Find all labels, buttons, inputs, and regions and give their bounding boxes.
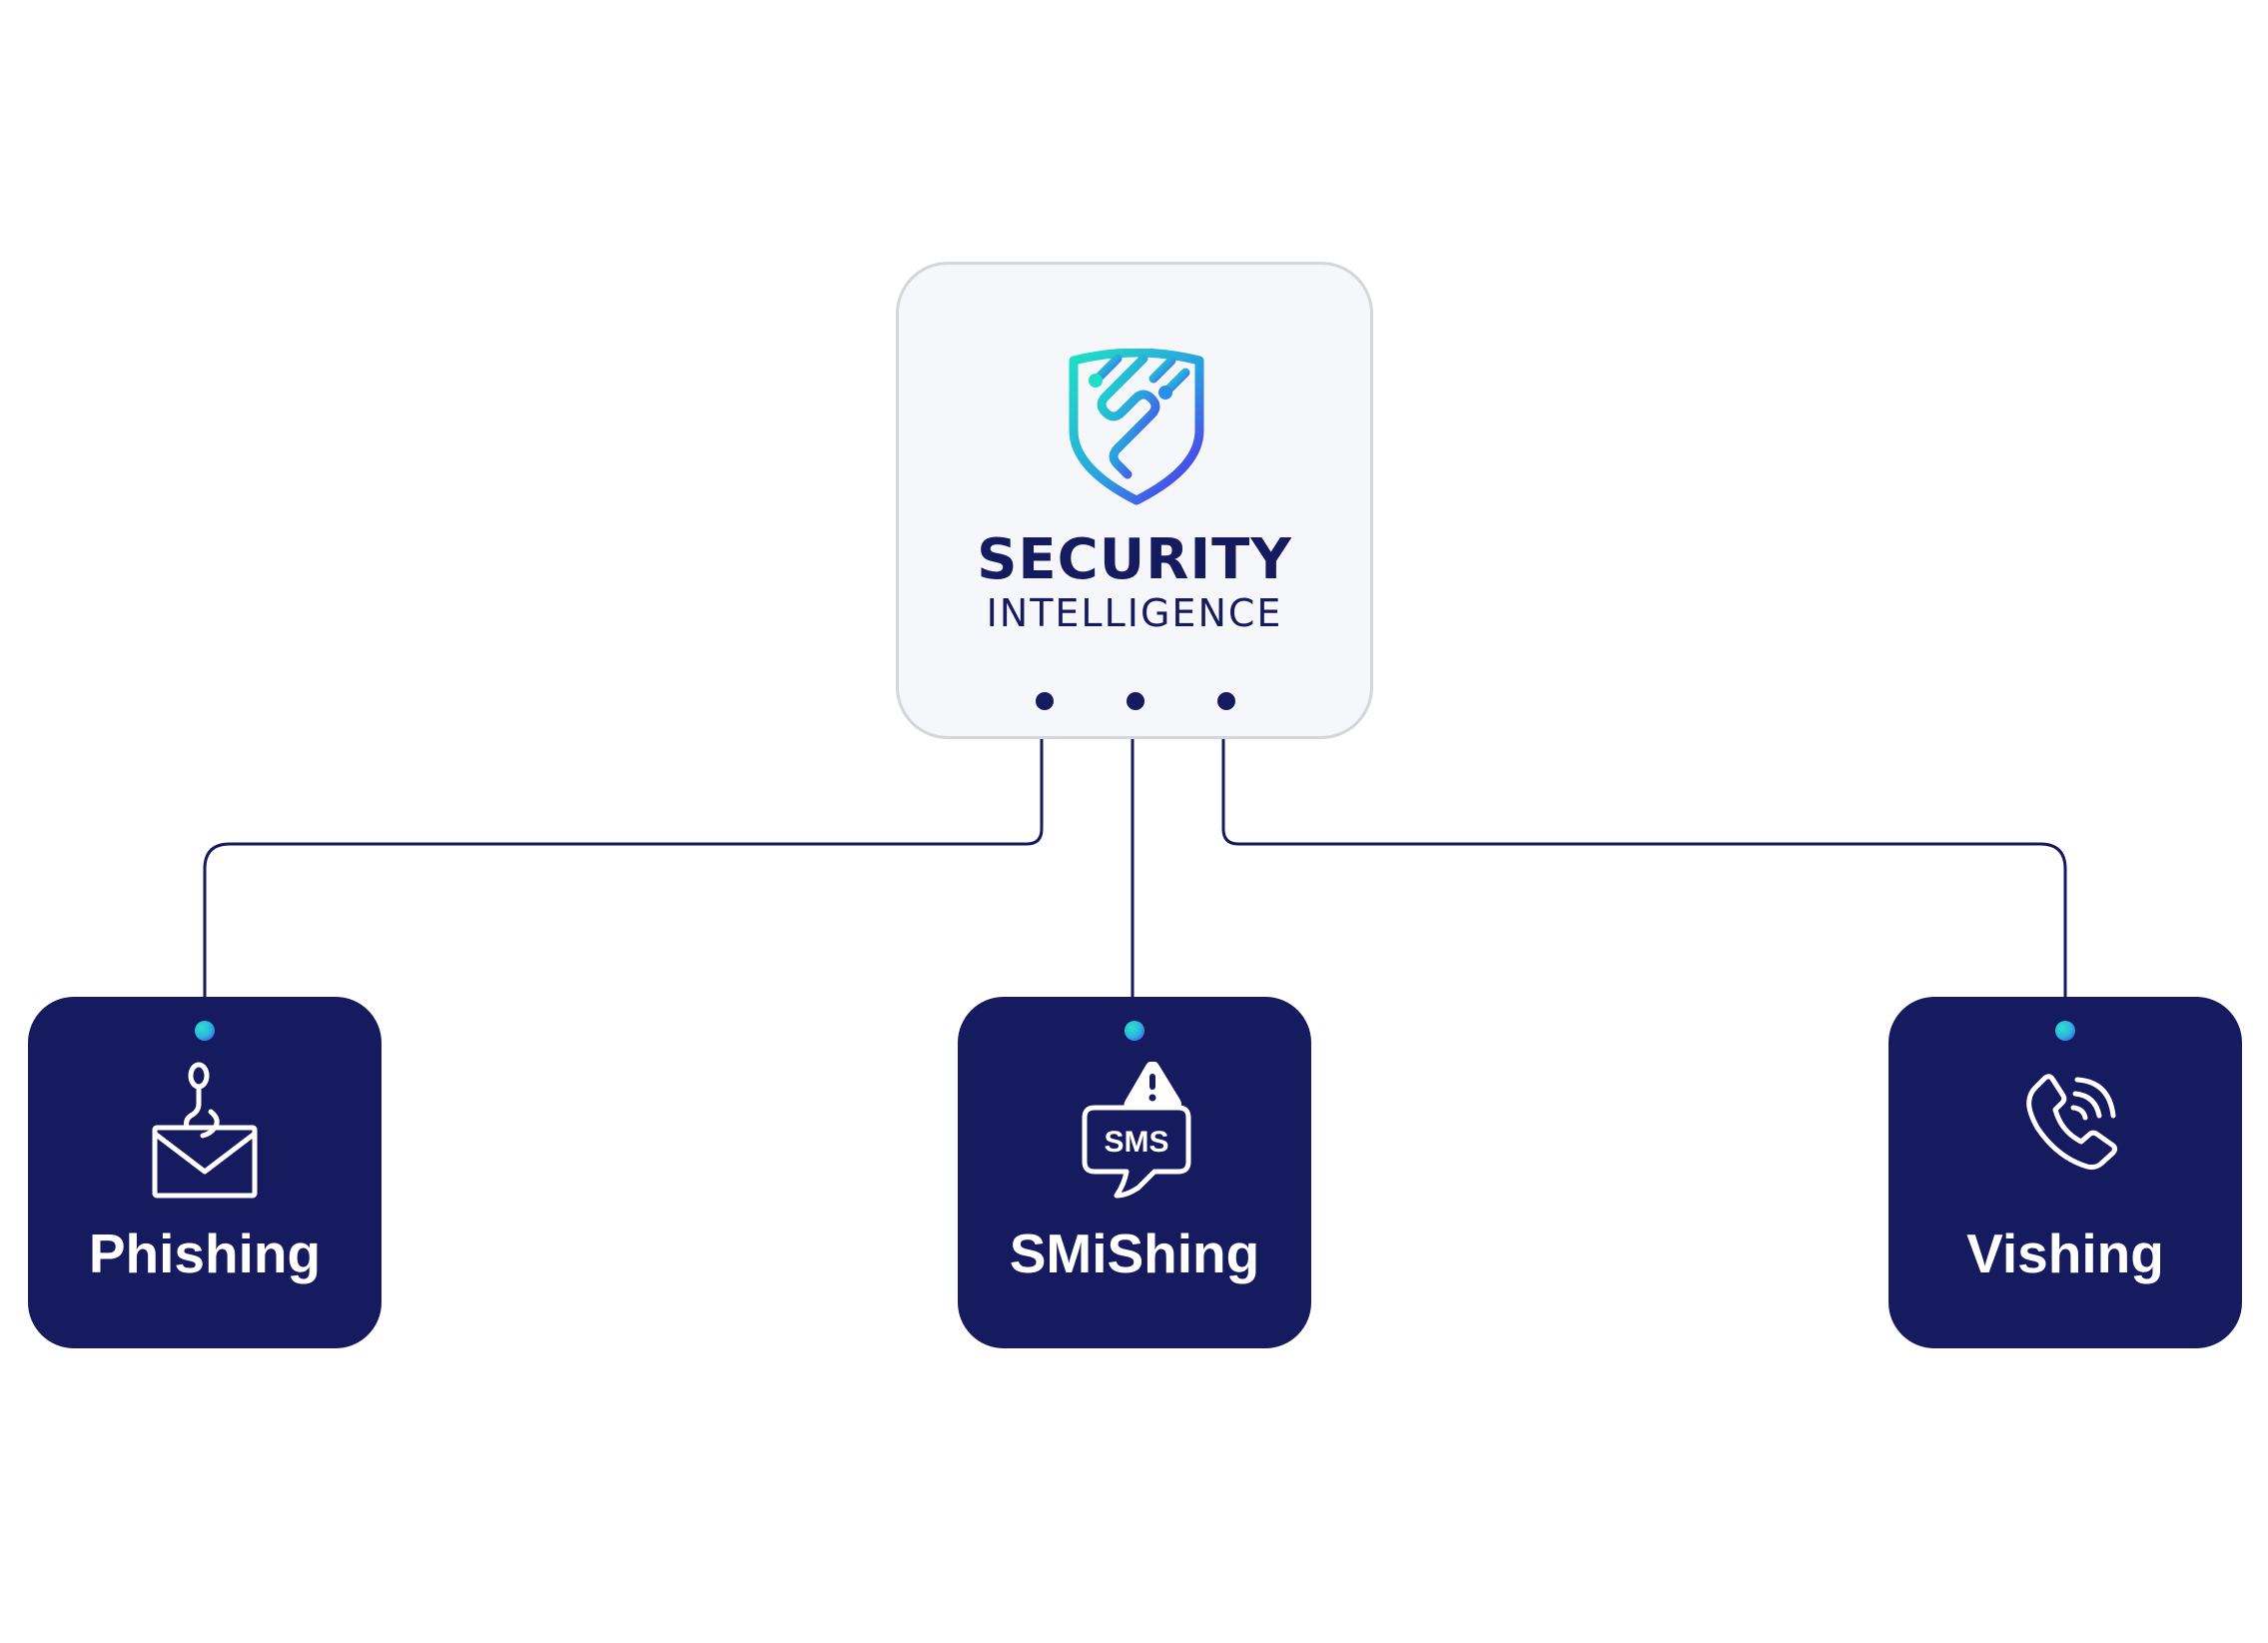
node-port-dot: [1125, 1021, 1144, 1041]
node-vishing: Vishing: [1889, 997, 2242, 1348]
node-smishing: SMS SMiShing: [958, 997, 1311, 1348]
security-intelligence-hub: SECURITY INTELLIGENCE: [896, 262, 1373, 739]
shield-circuit-icon: [1069, 349, 1204, 505]
node-phishing: Phishing: [28, 997, 381, 1348]
hub-port-right: [1217, 692, 1235, 710]
phone-call-icon: [2026, 1074, 2117, 1171]
node-label: SMiShing: [1009, 1223, 1260, 1284]
node-port-dot: [195, 1021, 215, 1041]
connector-phishing: [203, 698, 1044, 997]
envelope-hook-icon: [152, 1062, 258, 1199]
brand-subtitle: INTELLIGENCE: [986, 591, 1283, 635]
node-label: Phishing: [88, 1223, 322, 1284]
connector-vishing: [1221, 698, 2067, 997]
node-port-dot: [2055, 1021, 2075, 1041]
sms-warning-icon: SMS: [1082, 1062, 1191, 1199]
hub-port-left: [1036, 692, 1054, 710]
brand-title: SECURITY: [977, 527, 1292, 592]
svg-text:SMS: SMS: [1104, 1126, 1168, 1159]
hub-port-center: [1127, 692, 1144, 710]
node-label: Vishing: [1966, 1223, 2164, 1284]
